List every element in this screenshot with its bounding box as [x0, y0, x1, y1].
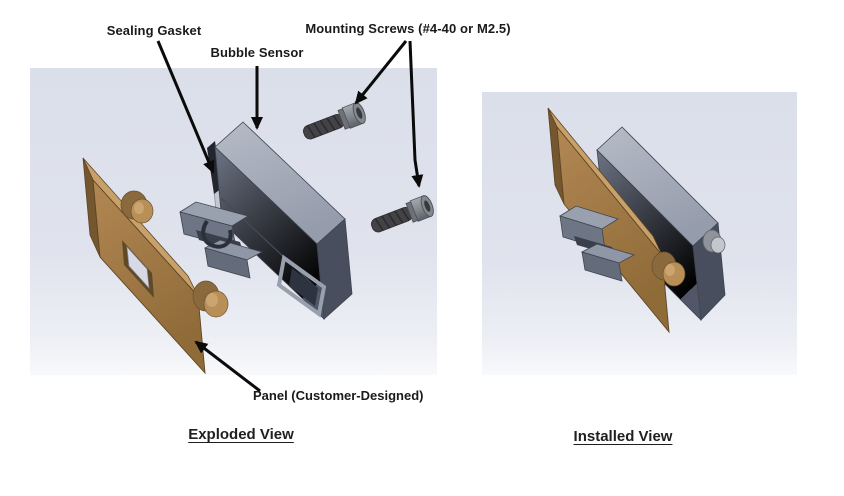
installed-view-render [482, 92, 797, 375]
panel-front-face [556, 125, 670, 334]
installed-panel [547, 107, 670, 334]
installed-sensor-fork [559, 205, 636, 282]
sensor-fork [179, 201, 264, 279]
panel-slot-opening [126, 245, 150, 290]
leader-arrows [156, 40, 424, 393]
caption-installed-view: Installed View [573, 428, 673, 445]
tube-clamp-hook [276, 254, 327, 318]
mounting-screw-arrow-2 [408, 40, 424, 188]
bubble-sensor-part [179, 121, 353, 321]
tube-port-highlight [206, 293, 218, 307]
label-mounting-screws: Mounting Screws (#4-40 or M2.5) [305, 21, 511, 36]
lower-prong-front [204, 247, 251, 279]
lower-prong-front [581, 251, 623, 282]
tube-port-highlight [665, 264, 675, 276]
panel-arrow [194, 340, 261, 393]
mounting-screw-arrow-1 [354, 40, 408, 105]
fork-sensing-slot [201, 219, 233, 249]
label-bubble-sensor: Bubble Sensor [210, 45, 304, 60]
sensor-right-stub-cap [710, 236, 726, 254]
caption-exploded-view: Exploded View [188, 426, 294, 443]
installed-tube-port [651, 251, 686, 287]
tube-port-upper [120, 190, 154, 224]
sealing-gasket-arrow [156, 40, 215, 174]
tube-clamp-slot [289, 268, 318, 306]
panel-customer-designed [82, 157, 206, 375]
label-panel: Panel (Customer-Designed) [253, 388, 424, 403]
exploded-view-render [30, 68, 437, 375]
tube-port-lower [192, 280, 229, 318]
label-sealing-gasket: Sealing Gasket [106, 23, 202, 38]
tube-port-highlight [134, 202, 144, 214]
